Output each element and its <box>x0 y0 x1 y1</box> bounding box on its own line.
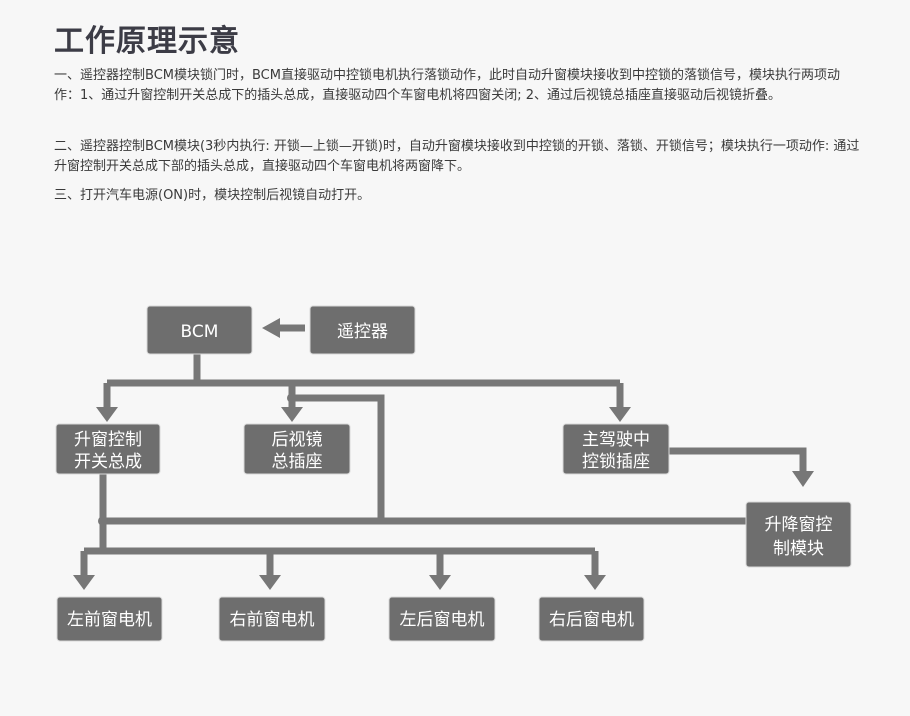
paragraph-2: 二、遥控器控制BCM模块(3秒内执行: 开锁—上锁—开锁)时，自动升窗模块接收到… <box>54 139 860 174</box>
node-mirror-label-2: 总插座 <box>272 452 323 472</box>
arrow-motor-fr <box>259 575 281 590</box>
node-mirror: 后视镜 总插座 <box>243 423 351 475</box>
node-motor-fr: 右前窗电机 <box>218 596 326 642</box>
node-motor-fl: 左前窗电机 <box>56 596 163 642</box>
node-motor-rl: 左后窗电机 <box>388 596 496 642</box>
node-module: 升降窗控 制模块 <box>745 501 852 568</box>
node-motor-rr: 右后窗电机 <box>538 596 645 642</box>
paragraph-1: 一、遥控器控制BCM模块锁门时，BCM直接驱动中控锁电机执行落锁动作，此时自动升… <box>54 68 840 103</box>
node-window-switch: 升窗控制 开关总成 <box>55 423 161 475</box>
node-remote: 遥控器 <box>309 305 416 355</box>
node-mirror-label-1: 后视镜 <box>272 430 323 450</box>
node-motor-rl-label: 左后窗电机 <box>400 610 485 630</box>
arrow-motor-fl <box>73 575 95 590</box>
wire-module-mirror <box>292 394 750 525</box>
page-title: 工作原理示意 <box>54 24 240 59</box>
arrow-motor-rl <box>429 575 451 590</box>
node-module-label-1: 升降窗控 <box>765 515 833 535</box>
arrow-to-switch <box>96 407 118 422</box>
wire-lock-module <box>668 447 807 472</box>
arrow-to-lock <box>609 407 631 422</box>
node-remote-label: 遥控器 <box>337 322 388 342</box>
node-window-switch-label-1: 升窗控制 <box>74 430 142 450</box>
connectors <box>73 318 814 590</box>
node-lock: 主驾驶中 控锁插座 <box>562 423 670 475</box>
arrow-remote-bcm <box>262 318 280 338</box>
node-lock-label-1: 主驾驶中 <box>582 430 650 450</box>
arrow-to-mirror <box>281 407 303 422</box>
node-module-label-2: 制模块 <box>773 539 824 559</box>
node-motor-fl-label: 左前窗电机 <box>67 610 152 630</box>
node-motor-rr-label: 右后窗电机 <box>549 610 634 630</box>
arrow-to-module <box>792 471 814 487</box>
node-lock-label-2: 控锁插座 <box>582 452 650 472</box>
arrow-motor-rr <box>584 575 606 590</box>
node-motor-fr-label: 右前窗电机 <box>230 610 315 630</box>
node-bcm: BCM <box>146 305 253 355</box>
node-window-switch-label-2: 开关总成 <box>74 452 142 472</box>
paragraph-3: 三、打开汽车电源(ON)时，模块控制后视镜自动打开。 <box>54 188 371 203</box>
node-bcm-label: BCM <box>181 322 219 342</box>
